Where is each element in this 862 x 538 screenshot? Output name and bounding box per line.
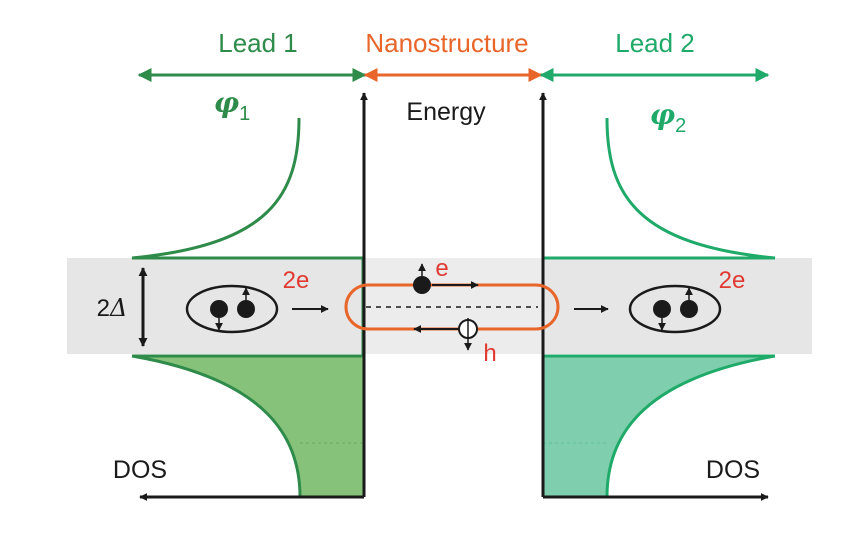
- electron-label: e: [435, 255, 448, 282]
- phi1-label: φ1: [214, 86, 250, 125]
- gap-band-nano: [365, 258, 542, 354]
- cooper-pair-left-electron-2: [237, 300, 255, 318]
- gap-size-label: 2Δ: [97, 294, 128, 322]
- energy-label: Energy: [406, 98, 486, 126]
- lead2-label: Lead 2: [615, 28, 695, 58]
- cooper-pair-left: [185, 284, 279, 334]
- nanostructure-label: Nanostructure: [365, 28, 528, 58]
- lead2-dos-fill: [543, 356, 775, 497]
- cooper-pair-left-electron-1: [210, 300, 228, 318]
- lead2-dos-lower-curve: [605, 354, 776, 498]
- pair-right-charge-label: 2e: [719, 267, 746, 294]
- lead1-dos-fill: [132, 356, 363, 497]
- pair-left-charge-label: 2e: [283, 267, 310, 294]
- hole-label: h: [483, 340, 496, 367]
- lead1-dos-upper-curve: [131, 117, 363, 260]
- cooper-pair-right-electron-2: [680, 300, 698, 318]
- lead2-dos-upper-curve: [543, 117, 776, 260]
- cooper-pair-right: [628, 284, 722, 334]
- lead1-label: Lead 1: [218, 28, 298, 58]
- phi2-label: φ2: [650, 98, 686, 137]
- electron-dot: [413, 276, 431, 294]
- cooper-pair-right-electron-1: [653, 300, 671, 318]
- dos-label-left: DOS: [113, 456, 167, 484]
- dos-label-right: DOS: [706, 456, 760, 484]
- lead1-dos-lower-curve: [131, 354, 302, 498]
